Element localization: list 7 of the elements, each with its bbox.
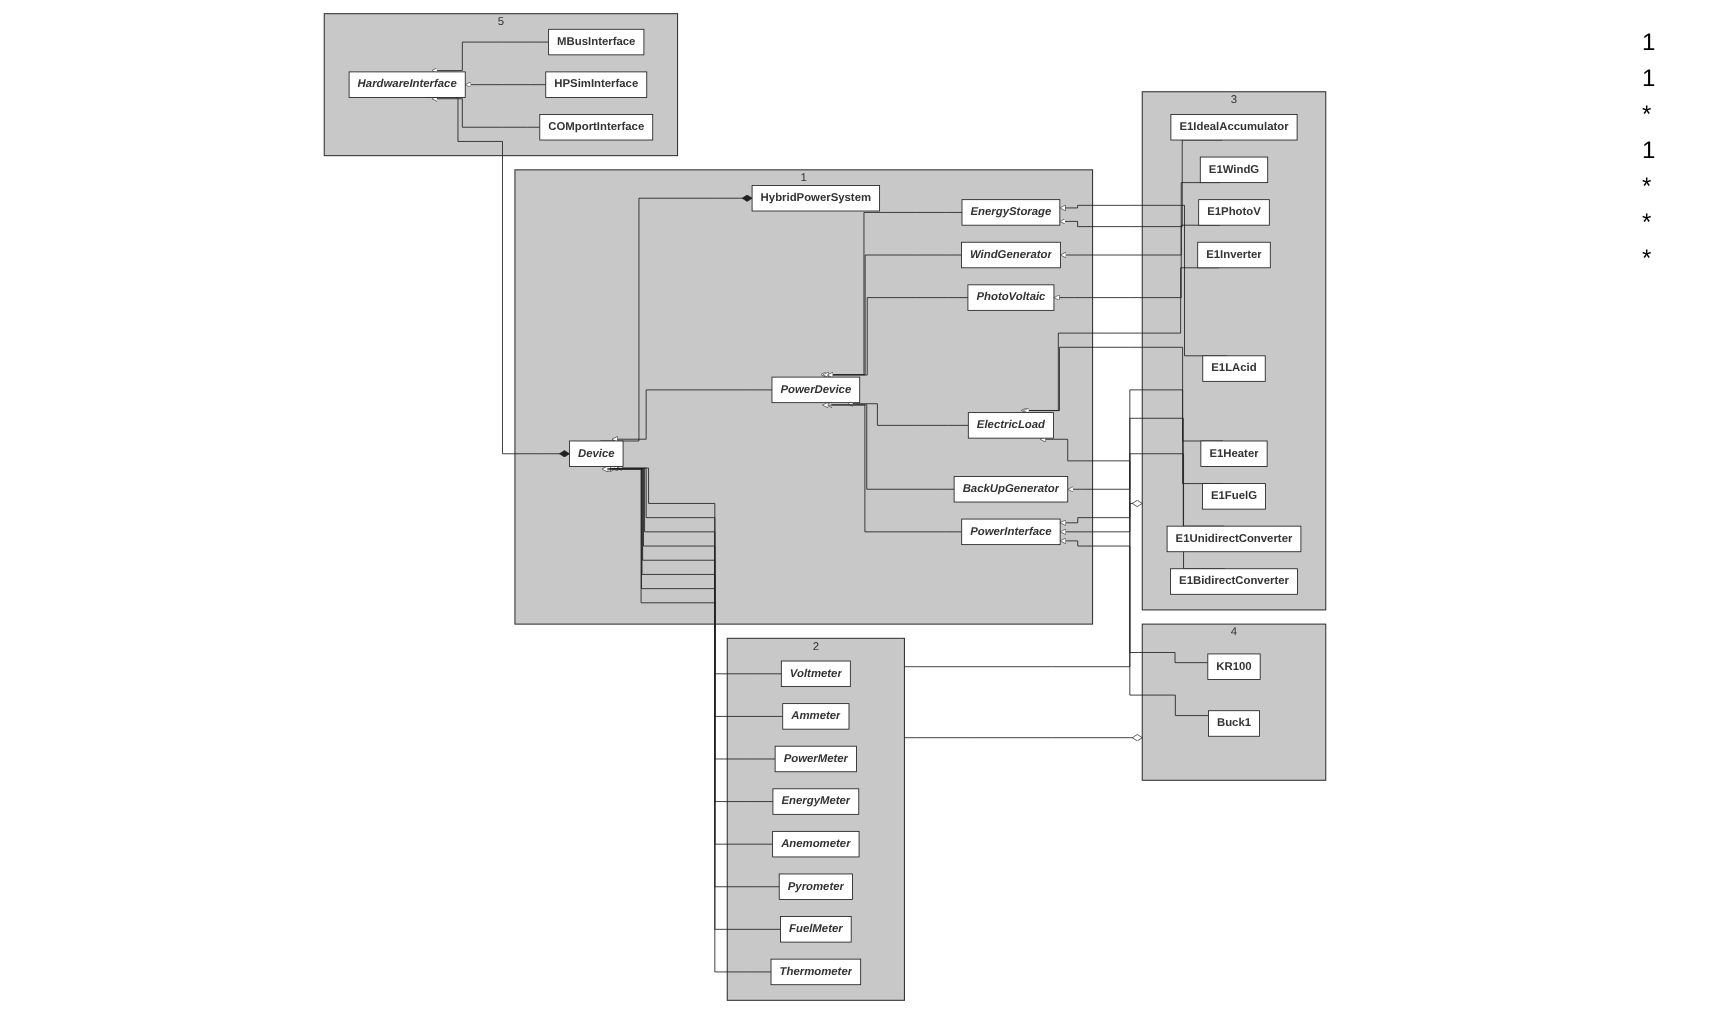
multiplicity-label: 1 xyxy=(1642,64,1658,92)
multiplicity-label: * xyxy=(1642,244,1654,272)
multiplicity-label: * xyxy=(1642,208,1654,236)
multiplicity-label: 1 xyxy=(1642,136,1658,164)
multiplicity-label: * xyxy=(1642,172,1654,200)
multiplicity-label: * xyxy=(1642,100,1654,128)
multiplicity-label: 1 xyxy=(1642,28,1658,56)
